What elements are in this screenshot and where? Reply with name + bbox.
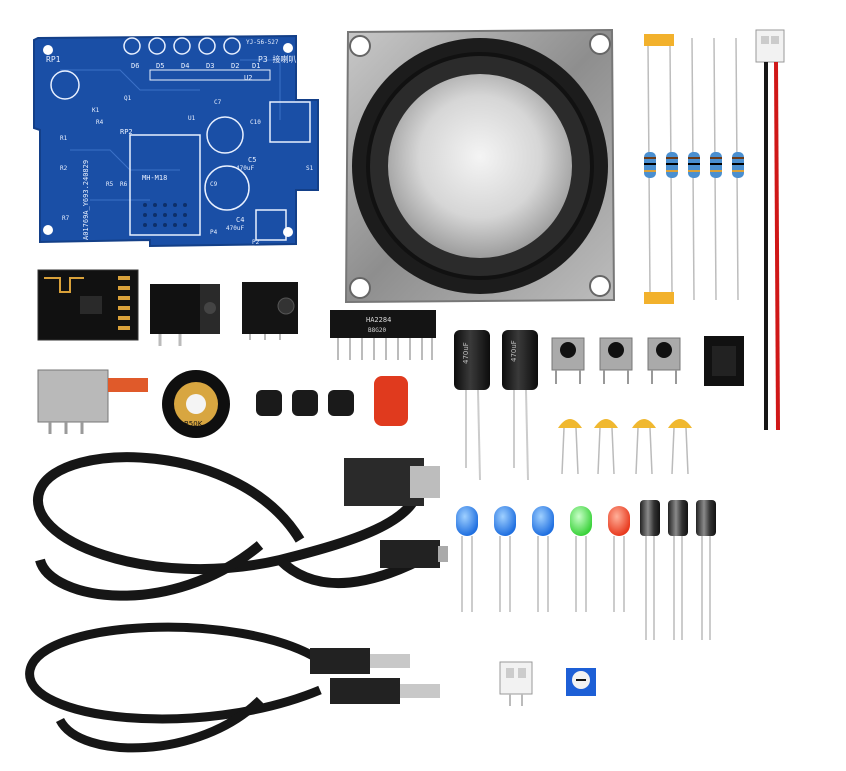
- pcb-label-r6: R6: [120, 181, 128, 188]
- leds: [456, 506, 630, 612]
- pcb-label-rp2: RP2: [120, 128, 133, 136]
- pcb-label-p3: P3 接喇叭: [258, 54, 296, 64]
- pcb-label-p2: P2: [252, 239, 260, 246]
- speaker: [344, 28, 616, 304]
- pcb-serial: A01769A_Y693.240829: [82, 160, 90, 240]
- pcb-label-p4: P4: [210, 229, 218, 236]
- pcb-label-q1: Q1: [124, 95, 132, 102]
- cap-label-1: 470uF: [462, 342, 470, 364]
- ceramic-capacitors: [558, 419, 692, 475]
- pcb-label-d2: D2: [231, 62, 239, 70]
- amplifier-chip: HA2284 B8G20: [330, 310, 436, 360]
- pcb-label-d3: D3: [206, 62, 214, 70]
- pcb-label-d5: D5: [156, 62, 164, 70]
- bluetooth-module: [37, 269, 139, 341]
- pcb-label-c5-value: 470uF: [236, 165, 254, 172]
- tactile-buttons: [551, 337, 681, 384]
- small-ic-chip: [704, 336, 744, 386]
- pcb-label-d1: D1: [252, 62, 260, 70]
- amp-chip-code: B8G20: [368, 327, 386, 334]
- pcb-label-k1: K1: [92, 107, 100, 114]
- pcb-label-c4: C4: [236, 216, 244, 224]
- cap-label-2: 470uF: [510, 340, 518, 362]
- pcb-label-u1: U1: [188, 115, 196, 122]
- aux-plug-2: [330, 678, 400, 704]
- red-knob: [374, 376, 408, 426]
- pcb-version: YJ-56-527: [246, 39, 279, 46]
- pot-label: B50K: [184, 420, 203, 428]
- pcb-board: RP1 D6 D5 D4 D3 D2 D1 YJ-56-527 P3 接喇叭 U…: [33, 34, 319, 248]
- volume-potentiometer: B50K: [162, 370, 230, 438]
- dc-power-jack: [150, 284, 220, 346]
- pcb-label-r7: R7: [62, 215, 70, 222]
- pcb-label-c7: C7: [214, 99, 222, 106]
- pcb-module-label: MH-M18: [142, 174, 167, 182]
- pcb-label-u2: U2: [244, 74, 252, 82]
- resistors: [644, 34, 744, 304]
- speaker-wire: [755, 29, 785, 431]
- electrolytic-capacitors-small: [640, 500, 716, 640]
- pcb-label-r4: R4: [96, 119, 104, 126]
- pcb-label-s1: S1: [306, 165, 314, 172]
- pcb-label-c4-value: 470uF: [226, 225, 244, 232]
- resistor-body: [644, 152, 744, 178]
- usb-connector: [410, 466, 440, 498]
- electrolytic-capacitors-large: 470uF 470uF: [454, 330, 538, 481]
- pcb-label-r5: R5: [106, 181, 114, 188]
- c5-footprint: [206, 116, 244, 154]
- power-switch: [37, 369, 148, 434]
- pcb-label-c10: C10: [250, 119, 261, 126]
- spacers: [256, 376, 408, 426]
- amp-chip-label: HA2284: [366, 316, 391, 324]
- aux-plug-1: [310, 648, 370, 674]
- pcb-label-d4: D4: [181, 62, 189, 70]
- dc-barrel-plug: [380, 540, 440, 568]
- module-footprint: [129, 134, 201, 236]
- pcb-label-r1: R1: [60, 135, 68, 142]
- two-pin-connector: [499, 661, 533, 706]
- aux-cable: [25, 622, 323, 753]
- c4-footprint: [204, 165, 250, 211]
- pcb-label-r2: R2: [60, 165, 68, 172]
- pcb-label-d6: D6: [131, 62, 139, 70]
- speaker-cone: [388, 74, 572, 258]
- pcb-led-pads: [123, 37, 241, 55]
- rp1-footprint: [50, 70, 80, 100]
- audio-jack-3-5mm: [242, 282, 298, 340]
- trimmer-potentiometer: [566, 668, 596, 696]
- pcb-label-c5: C5: [248, 156, 256, 164]
- pcb-label-c9: C9: [210, 181, 218, 188]
- pcb-label-rp1: RP1: [46, 55, 61, 64]
